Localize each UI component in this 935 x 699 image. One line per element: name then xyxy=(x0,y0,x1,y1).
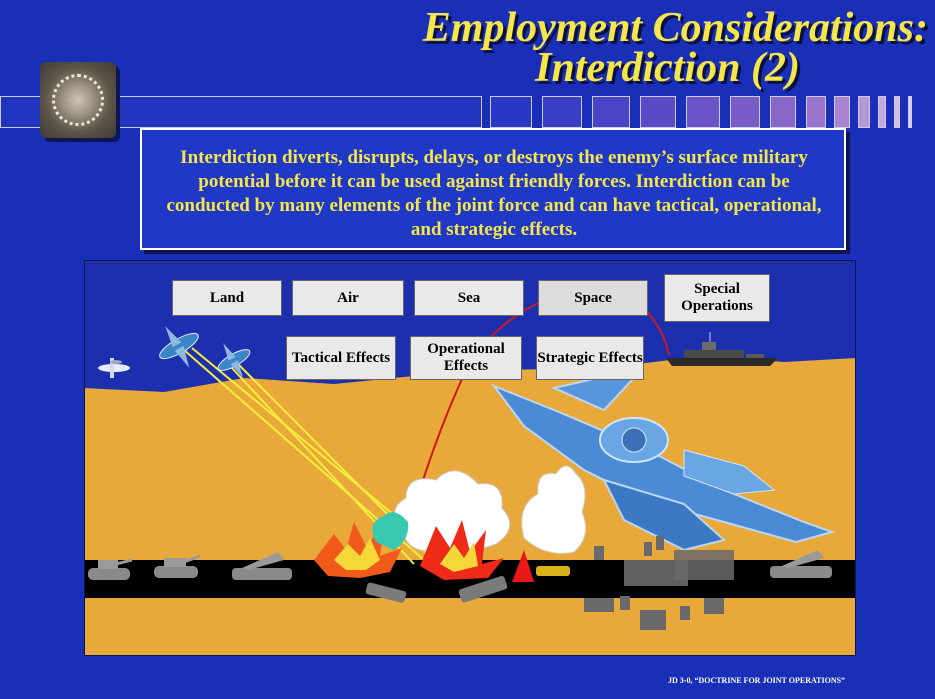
effect-box-operational: Operational Effects xyxy=(410,336,522,380)
element-box-air: Air xyxy=(292,280,404,316)
header-strip-block xyxy=(894,96,900,128)
definition-callout: Interdiction diverts, disrupts, delays, … xyxy=(140,128,846,250)
header-strip-block xyxy=(908,96,912,128)
element-box-sea: Sea xyxy=(414,280,524,316)
header-strip-block xyxy=(730,96,760,128)
smoke-cloud-icon xyxy=(372,470,511,553)
header-strip-block xyxy=(490,96,532,128)
header-strip-block xyxy=(834,96,850,128)
header-strip-block xyxy=(592,96,630,128)
header-strip-block xyxy=(686,96,720,128)
tank-icon xyxy=(88,558,133,580)
fighter-jet-icon xyxy=(217,343,251,378)
warship-icon xyxy=(666,332,778,366)
page-title-line2: Interdiction (2) xyxy=(535,45,800,91)
scene-illustration xyxy=(84,260,856,656)
destroyed-vehicle-icon xyxy=(536,566,570,576)
source-citation: JD 3-0, “DOCTRINE FOR JOINT OPERATIONS” xyxy=(668,676,846,685)
attack-aircraft-icon xyxy=(491,370,836,552)
element-box-space: Space xyxy=(538,280,648,316)
explosion-icon xyxy=(420,520,504,580)
smoke-cloud-icon xyxy=(512,465,587,582)
destroyed-vehicle-icon xyxy=(365,582,407,603)
effect-box-strategic: Strategic Effects xyxy=(536,336,644,380)
effect-box-tactical: Tactical Effects xyxy=(286,336,396,380)
header-strip-block xyxy=(806,96,826,128)
rocket-launcher-icon xyxy=(770,550,832,578)
rocket-launcher-icon xyxy=(232,552,292,580)
emblem-seal-ring xyxy=(52,74,104,126)
surveillance-aircraft-icon xyxy=(98,358,130,378)
header-strip-block xyxy=(878,96,886,128)
element-box-special-operations: Special Operations xyxy=(664,274,770,322)
emblem-seal xyxy=(40,62,116,138)
interdiction-scene: Land Air Sea Space Special Operations Ta… xyxy=(84,260,856,656)
header-strip-block xyxy=(858,96,870,128)
header-strip-block xyxy=(640,96,676,128)
definition-text: Interdiction diverts, disrupts, delays, … xyxy=(166,147,822,240)
destroyed-vehicle-icon xyxy=(458,575,508,603)
tank-icon xyxy=(154,554,201,578)
page-title-line1: Employment Considerations: xyxy=(422,5,928,51)
header-strip-block xyxy=(542,96,582,128)
element-box-land: Land xyxy=(172,280,282,316)
header-strip-block xyxy=(770,96,796,128)
fighter-jet-icon xyxy=(159,326,199,368)
soldiers-icon xyxy=(584,536,734,630)
